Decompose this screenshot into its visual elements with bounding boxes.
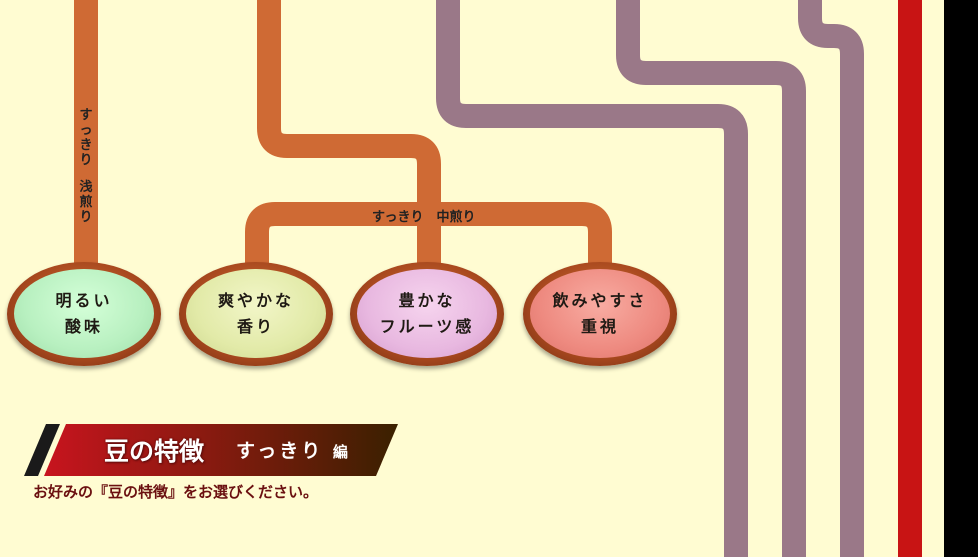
node-bright-acidity[interactable]: 明るい 酸味 <box>7 262 161 366</box>
node-label-line: 重視 <box>580 317 619 336</box>
node-label-line: 飲みやすさ <box>552 291 648 310</box>
node-refreshing-aroma[interactable]: 爽やかな 香り <box>179 262 333 366</box>
node-face <box>14 269 154 358</box>
label-char: り <box>79 210 93 225</box>
purple-route-3 <box>798 0 864 557</box>
purple-route-2 <box>616 0 806 557</box>
medium-roast-route <box>257 0 441 270</box>
node-face <box>357 269 497 358</box>
light-roast-label: す っ き り 浅 煎 り <box>78 108 94 225</box>
label-char: 煎 <box>79 195 93 210</box>
node-face <box>186 269 326 358</box>
label-gap <box>78 168 94 180</box>
banner-subtitle: すっきり 編 <box>236 436 348 463</box>
section-banner: 豆の特徴 すっきり 編 <box>24 424 398 476</box>
node-rich-fruity[interactable]: 豊かな フルーツ感 <box>350 262 504 366</box>
medium-roast-label: すっきり 中煎り <box>372 210 476 225</box>
black-edge-bar <box>944 0 978 557</box>
node-label-line: フルーツ感 <box>379 317 475 336</box>
instruction-text: お好みの『豆の特徴』をお選びください。 <box>33 483 319 501</box>
label-char: き <box>79 138 93 153</box>
medium-roast-branch <box>245 202 612 270</box>
node-label-line: 酸味 <box>64 317 103 336</box>
purple-route-1 <box>436 0 748 557</box>
node-label-line: 香り <box>236 317 275 336</box>
label-char: 浅 <box>79 180 93 195</box>
red-route <box>898 0 922 557</box>
banner-shape <box>24 424 398 476</box>
node-label-line: 爽やかな <box>217 291 294 310</box>
banner-subtitle-suffix: 編 <box>332 443 348 461</box>
node-easy-drinking[interactable]: 飲みやすさ 重視 <box>523 262 677 366</box>
banner-title: 豆の特徴 <box>104 437 205 466</box>
node-face <box>530 269 670 358</box>
label-char: り <box>79 153 93 168</box>
label-char: す <box>79 108 93 123</box>
banner-subtitle-main: すっきり <box>236 440 324 462</box>
node-label-line: 明るい <box>55 291 113 310</box>
label-char: っ <box>79 123 93 138</box>
node-label-line: 豊かな <box>398 291 456 310</box>
